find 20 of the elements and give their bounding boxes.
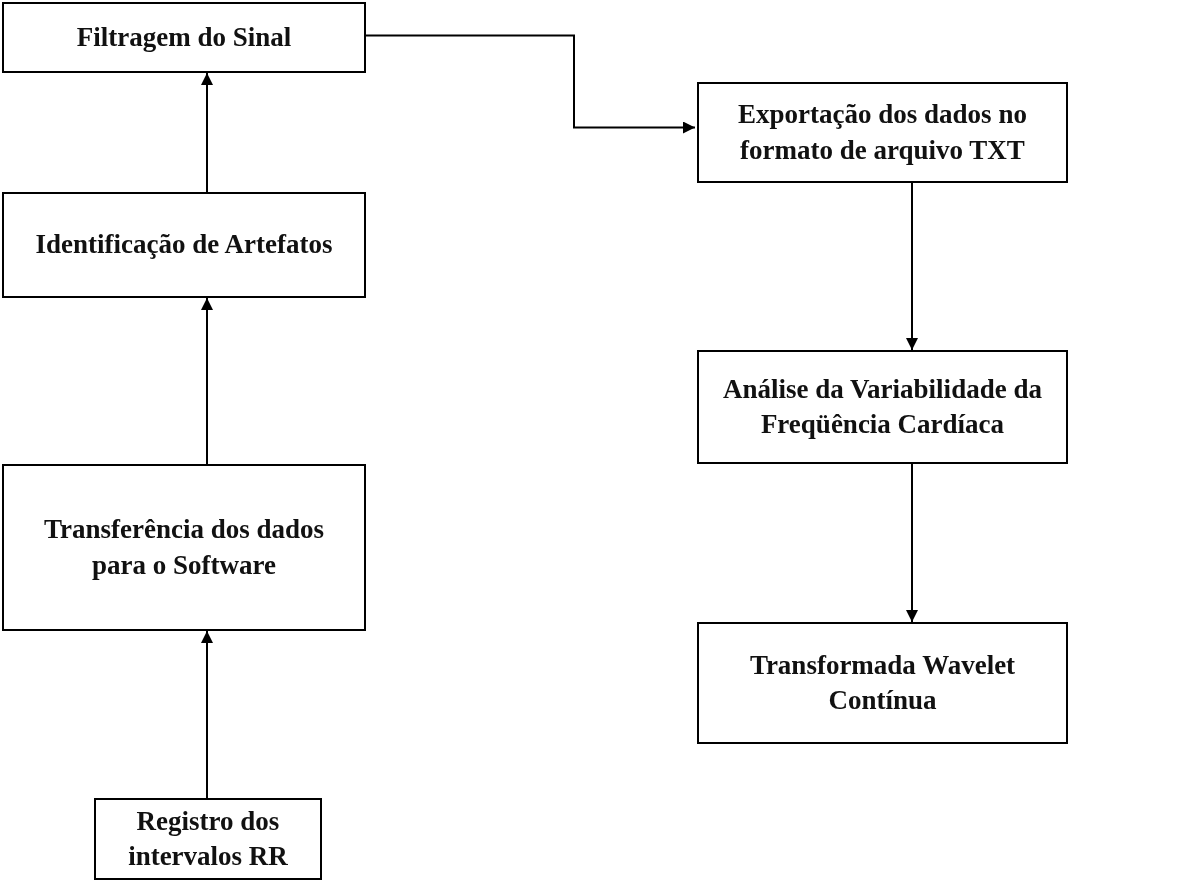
process-box: [2, 464, 366, 631]
box-label: Registro dos intervalos RR: [127, 804, 289, 873]
arrow: [906, 463, 918, 623]
arrow: [201, 72, 213, 193]
arrow: [201, 630, 213, 799]
box-label: Identificação de Artefatos: [35, 228, 333, 262]
process-box: [697, 622, 1068, 744]
box-label: Exportação dos dados no formato de arquivo TXT: [737, 98, 1028, 167]
process-box: [94, 798, 322, 880]
box-label: Filtragem do Sinal: [76, 20, 292, 54]
arrow: [906, 182, 918, 351]
process-box: [2, 2, 366, 73]
box-label: Análise da Variabilidade da Freqüência Cardíaca: [722, 372, 1043, 441]
arrow: [201, 297, 213, 465]
process-box: [2, 192, 366, 298]
arrow: [365, 34, 696, 134]
box-label: Transformada Wavelet Contínua: [748, 648, 1017, 717]
process-box: [697, 82, 1068, 183]
process-box: [697, 350, 1068, 464]
box-label: Transferência dos dados para o Software: [43, 513, 325, 582]
